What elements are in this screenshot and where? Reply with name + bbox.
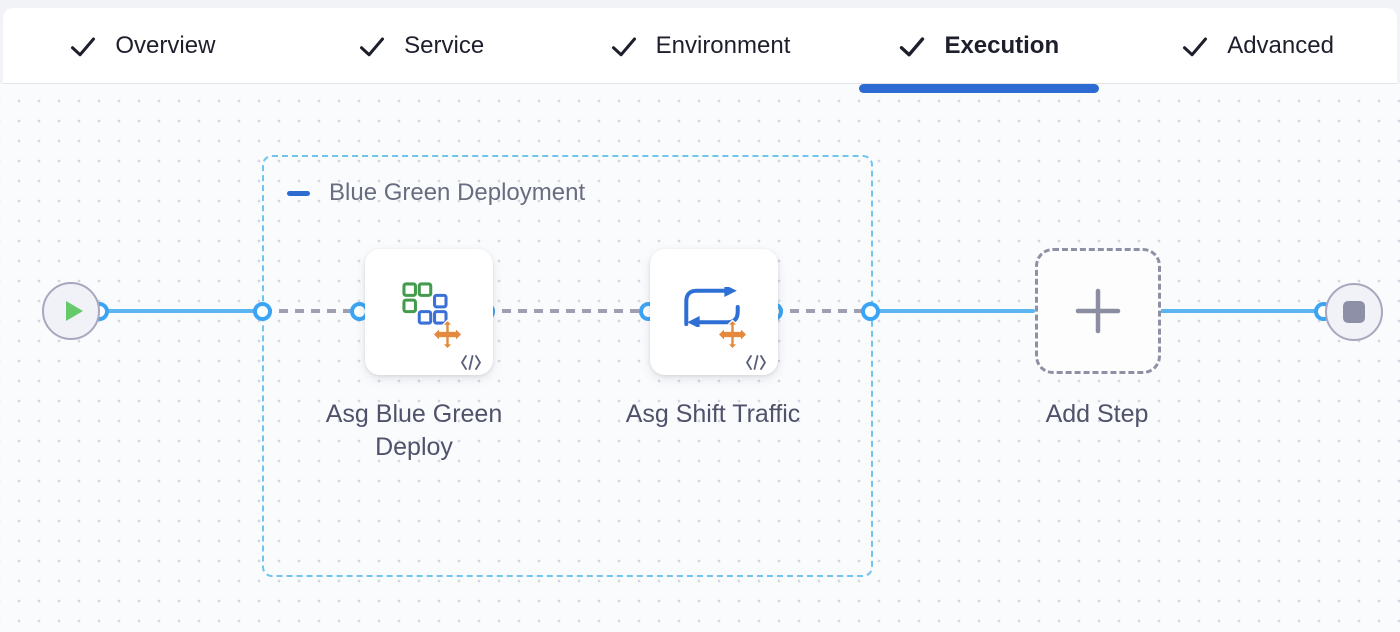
tab-label: Service xyxy=(404,31,485,59)
play-icon xyxy=(65,301,83,321)
collapse-minus-icon[interactable] xyxy=(287,190,310,196)
pipeline-start-node xyxy=(42,282,100,340)
tab-label: Overview xyxy=(115,31,216,59)
stage-group-label: Blue Green Deployment xyxy=(329,179,586,206)
add-step-button[interactable] xyxy=(1035,248,1161,374)
check-icon xyxy=(1183,36,1208,56)
link-addstep-to-end xyxy=(1160,309,1324,313)
step-node-asg-blue-green-deploy[interactable] xyxy=(365,249,493,375)
step-node-asg-shift-traffic[interactable] xyxy=(650,249,778,375)
tab-environment[interactable]: Environment xyxy=(561,8,840,83)
asg-blue-green-deploy-icon xyxy=(402,282,448,325)
step-label: Asg Shift Traffic xyxy=(625,400,801,428)
check-icon xyxy=(611,36,636,56)
link-step1-to-step2 xyxy=(486,309,649,313)
pipeline-end-node xyxy=(1325,283,1383,341)
tab-execution[interactable]: Execution xyxy=(839,8,1118,93)
check-icon xyxy=(360,36,385,56)
code-icon xyxy=(461,355,481,370)
link-group-to-step1 xyxy=(263,309,360,313)
asg-shift-traffic-icon xyxy=(684,287,740,327)
tab-service[interactable]: Service xyxy=(282,8,561,83)
drag-move-icon xyxy=(717,319,748,350)
tab-overview[interactable]: Overview xyxy=(3,8,282,83)
link-start-to-group xyxy=(100,309,263,313)
config-tabbar: Overview Service Environment Execution A… xyxy=(3,8,1397,93)
link-step2-to-group xyxy=(774,309,871,313)
stage-group-boundary xyxy=(262,155,873,577)
link-port xyxy=(861,302,880,321)
code-icon xyxy=(746,355,766,370)
link-port xyxy=(253,302,272,321)
link-group-to-addstep xyxy=(871,309,1035,313)
tab-advanced[interactable]: Advanced xyxy=(1118,8,1397,83)
check-icon xyxy=(71,36,96,56)
plus-icon xyxy=(1075,288,1121,334)
stop-icon xyxy=(1343,301,1365,323)
step-label: Asg Blue Green Deploy xyxy=(325,400,503,461)
add-step-label: Add Step xyxy=(1045,400,1149,428)
stage-group-header: Blue Green Deployment xyxy=(287,179,585,207)
check-icon xyxy=(900,36,925,56)
tab-label: Advanced xyxy=(1227,31,1334,59)
tab-label: Execution xyxy=(944,31,1060,59)
tab-label: Environment xyxy=(655,31,791,59)
active-tab-underline xyxy=(858,84,1099,93)
drag-move-icon xyxy=(432,319,463,350)
pipeline-canvas[interactable]: Blue Green Deployment xyxy=(0,84,1400,632)
